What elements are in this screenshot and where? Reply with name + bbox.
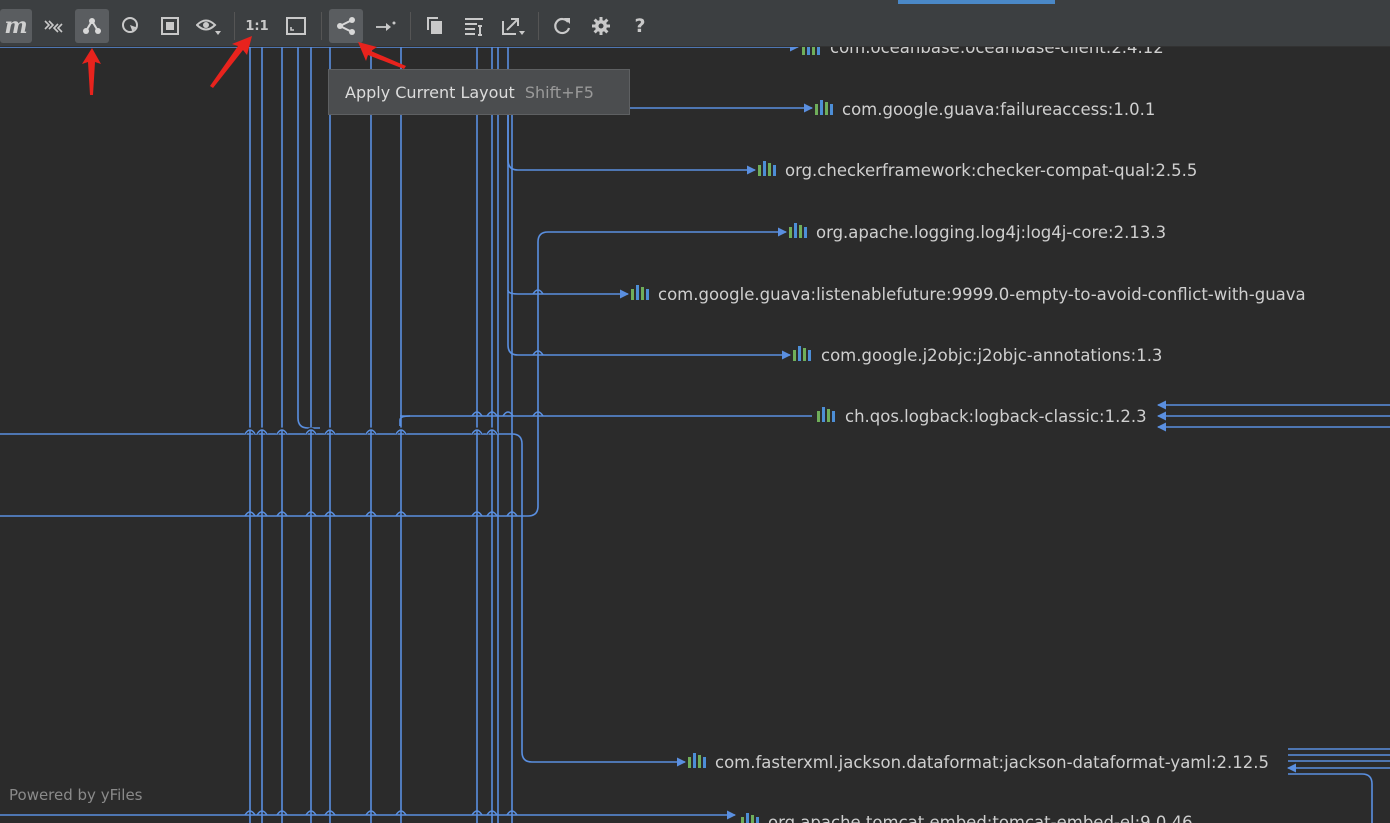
cursor-target-icon xyxy=(122,17,138,33)
node-label: org.checkerframework:checker-compat-qual… xyxy=(785,161,1197,180)
view-options-button[interactable] xyxy=(192,9,226,43)
node-label: org.apache.tomcat.embed:tomcat-embed-el:… xyxy=(768,813,1193,823)
node-label: com.google.guava:listenablefuture:9999.0… xyxy=(658,285,1306,304)
apply-layout-button[interactable] xyxy=(329,9,363,43)
node-label: com.google.guava:failureaccess:1.0.1 xyxy=(842,100,1155,119)
settings-button[interactable] xyxy=(584,9,618,43)
graph-node[interactable]: org.checkerframework:checker-compat-qual… xyxy=(758,161,1197,180)
diagram-toolbar: m 1:1 ? xyxy=(0,0,1390,47)
library-icon xyxy=(793,346,811,361)
window-icon xyxy=(286,17,306,35)
toolbar-separator xyxy=(538,12,539,40)
apply-layout-tooltip: Apply Current Layout Shift+F5 xyxy=(328,69,630,115)
copy-icon xyxy=(427,17,442,34)
help-icon: ? xyxy=(634,15,646,37)
arrow-route-icon xyxy=(376,21,396,31)
graph-nodes: com.oceanbase:oceanbase-client:2.4.12 co… xyxy=(631,38,1306,823)
toolbar-separator xyxy=(410,12,411,40)
graph-node[interactable]: com.google.j2objc:j2objc-annotations:1.3 xyxy=(793,346,1162,365)
library-icon xyxy=(802,40,820,55)
library-icon xyxy=(631,285,649,300)
route-edges-button[interactable] xyxy=(368,9,402,43)
graph-node[interactable]: org.apache.logging.log4j:log4j-core:2.13… xyxy=(789,223,1166,242)
library-icon xyxy=(741,813,759,823)
tooltip-shortcut: Shift+F5 xyxy=(524,82,594,102)
maven-logo-button[interactable]: m xyxy=(0,9,32,43)
graph-node[interactable]: com.google.guava:listenablefuture:9999.0… xyxy=(631,285,1306,304)
fit-window-button[interactable] xyxy=(279,9,313,43)
maven-m-icon: m xyxy=(4,13,28,39)
library-icon xyxy=(815,100,833,115)
node-label: org.apache.logging.log4j:log4j-core:2.13… xyxy=(816,223,1166,242)
refresh-button[interactable] xyxy=(545,9,579,43)
tooltip-label: Apply Current Layout xyxy=(345,82,515,102)
one-to-one-icon: 1:1 xyxy=(245,18,269,34)
library-icon xyxy=(688,753,706,768)
hierarchy-icon xyxy=(83,18,101,34)
help-button[interactable]: ? xyxy=(623,9,657,43)
align-icon xyxy=(465,18,483,36)
toolbar-separator xyxy=(321,12,322,40)
powered-by-label: Powered by yFiles xyxy=(9,786,143,804)
library-icon xyxy=(789,223,807,238)
node-label: com.fasterxml.jackson.dataformat:jackson… xyxy=(715,753,1269,772)
node-label: ch.qos.logback:logback-classic:1.2.3 xyxy=(845,407,1147,426)
actual-size-button[interactable]: 1:1 xyxy=(240,9,274,43)
gear-icon xyxy=(592,17,610,35)
toolbar-separator xyxy=(234,12,235,40)
library-icon xyxy=(817,407,835,422)
export-icon xyxy=(502,18,525,35)
node-label: com.google.j2objc:j2objc-annotations:1.3 xyxy=(821,346,1162,365)
refresh-icon xyxy=(554,17,571,35)
graph-node[interactable]: com.fasterxml.jackson.dataformat:jackson… xyxy=(688,753,1269,772)
show-dependencies-button[interactable] xyxy=(75,9,109,43)
active-tab-indicator xyxy=(898,0,1055,4)
layout-tree-icon xyxy=(337,17,355,35)
copy-button[interactable] xyxy=(418,9,452,43)
fit-frame-icon xyxy=(161,17,179,35)
library-icon xyxy=(758,161,776,176)
double-chevron-icon xyxy=(44,20,63,33)
export-button[interactable] xyxy=(496,9,530,43)
select-node-button[interactable] xyxy=(114,9,148,43)
align-button[interactable] xyxy=(457,9,491,43)
graph-node[interactable]: ch.qos.logback:logback-classic:1.2.3 xyxy=(817,407,1147,426)
graph-node[interactable]: org.apache.tomcat.embed:tomcat-embed-el:… xyxy=(741,813,1193,823)
fit-content-button[interactable] xyxy=(153,9,187,43)
collapse-all-button[interactable] xyxy=(36,9,70,43)
graph-node[interactable]: com.google.guava:failureaccess:1.0.1 xyxy=(815,100,1155,119)
eye-icon xyxy=(196,19,221,35)
